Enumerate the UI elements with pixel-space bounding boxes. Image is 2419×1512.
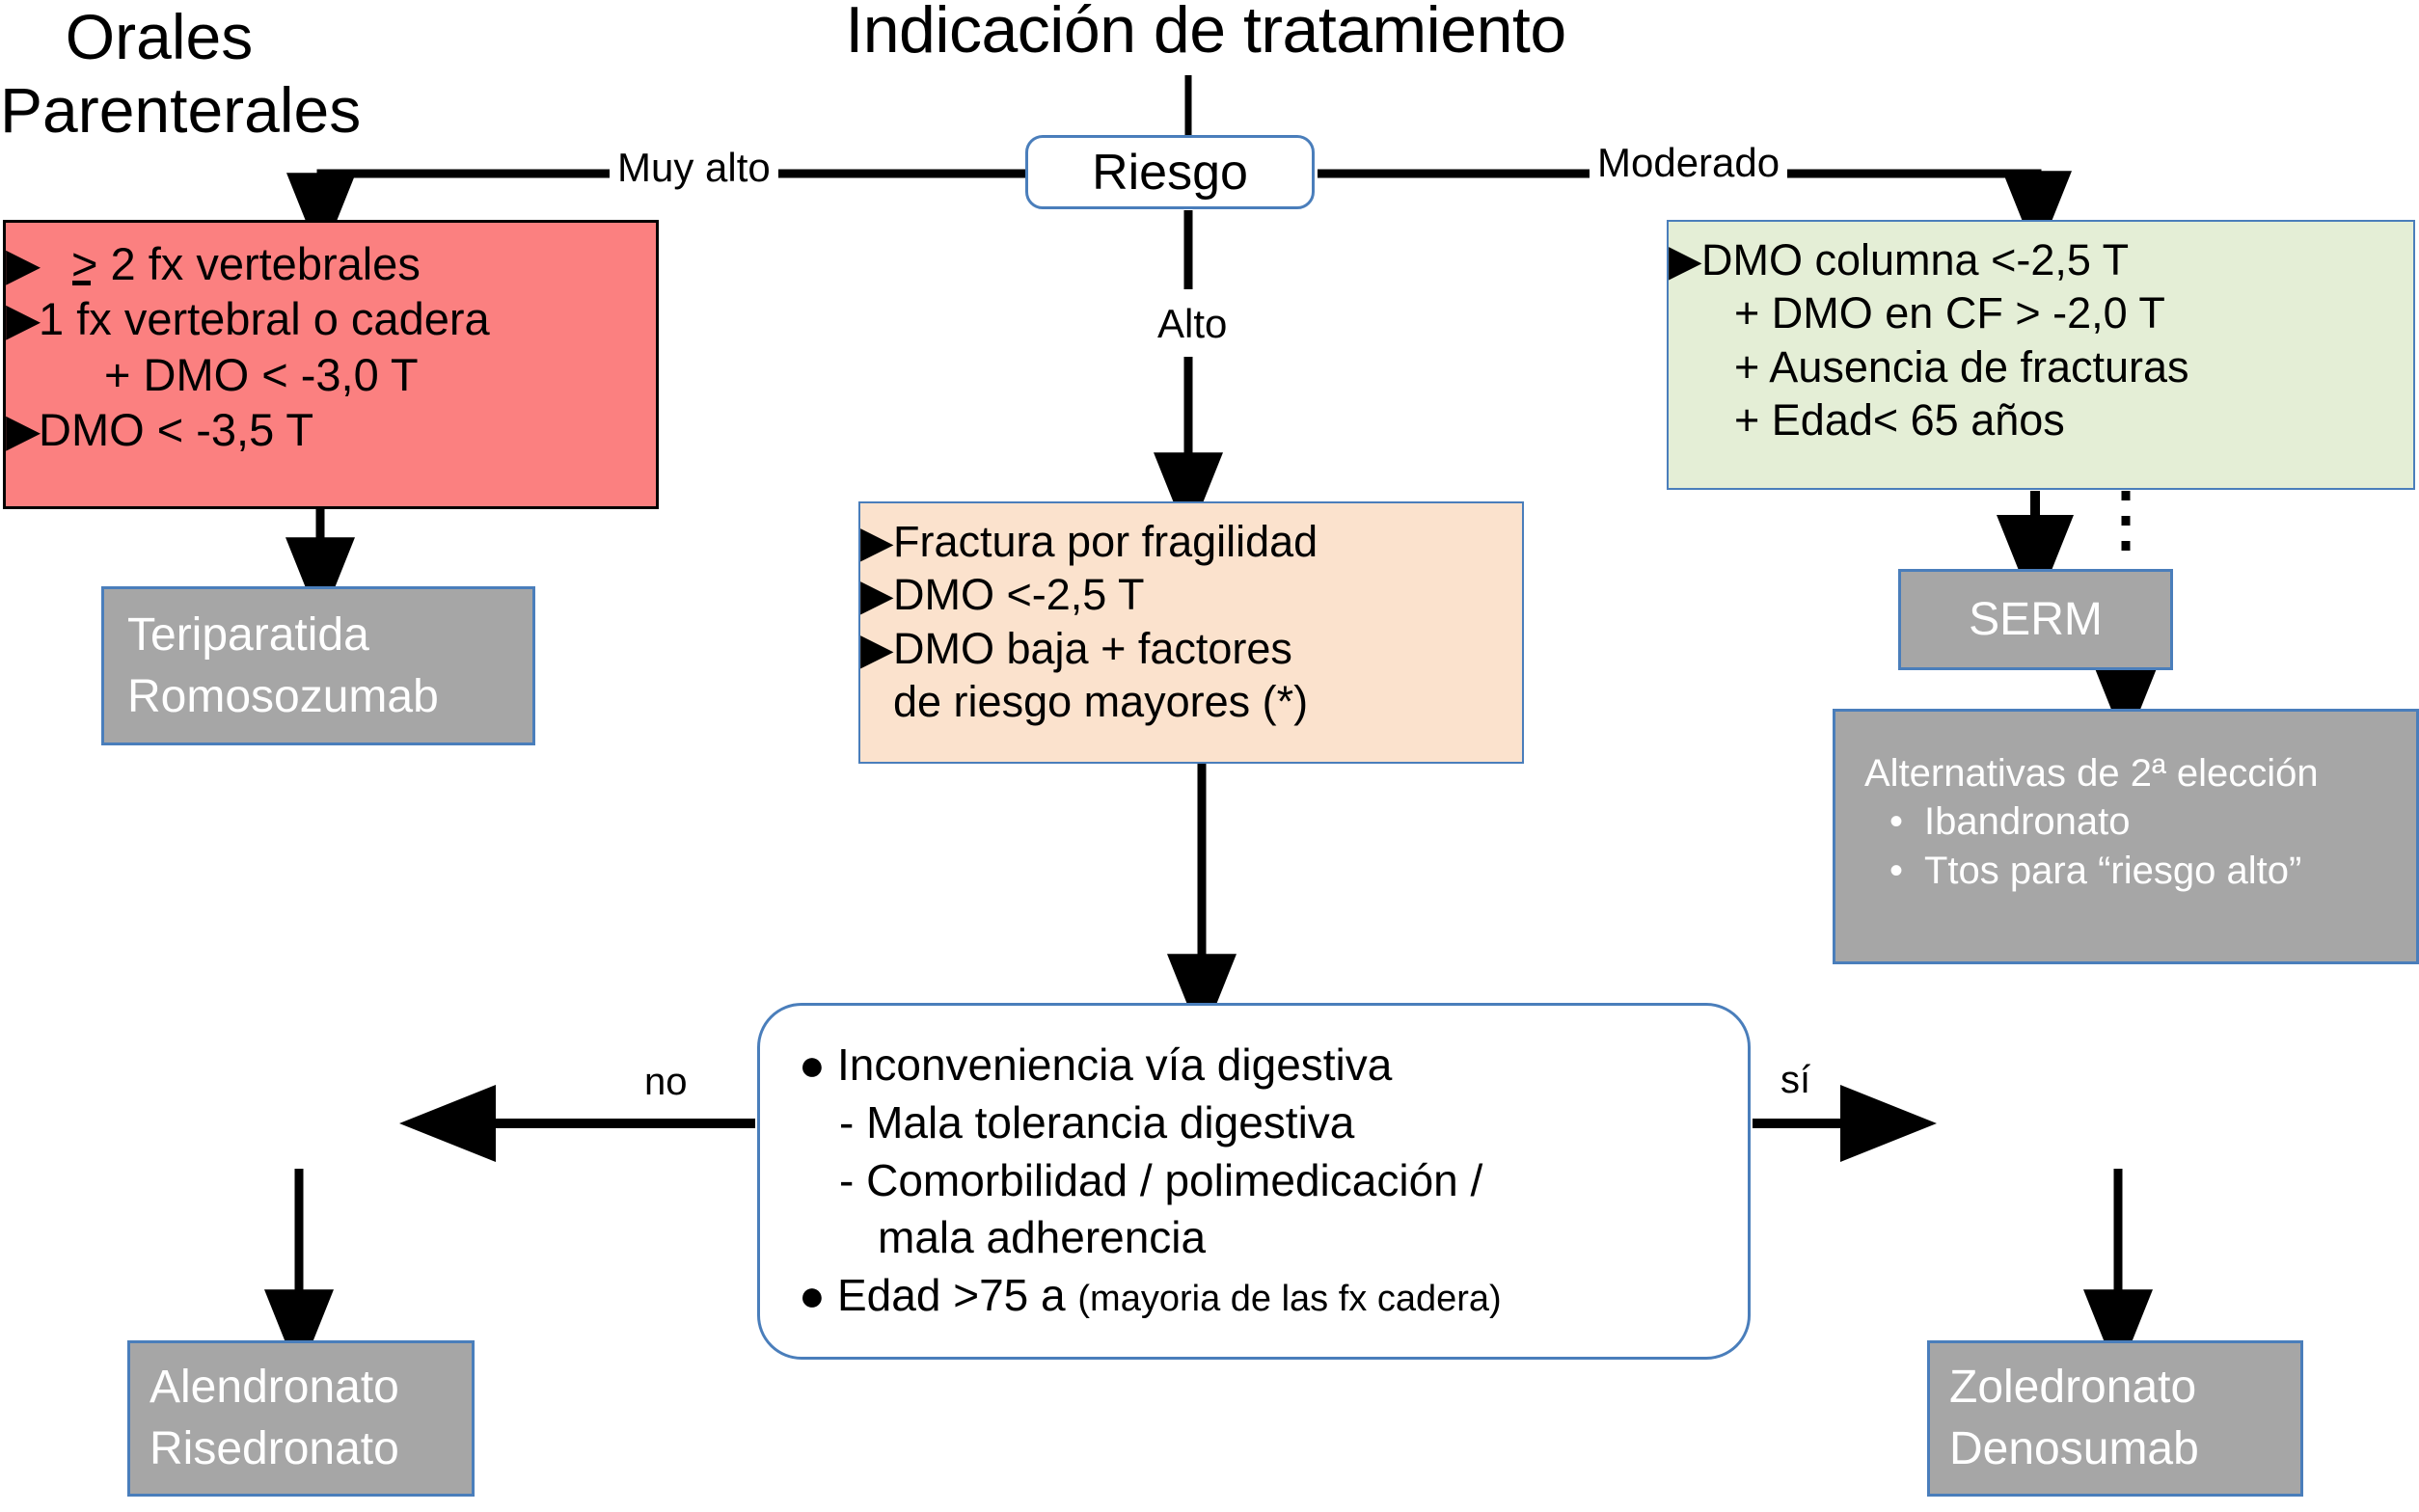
edge-label-moderado: Moderado [1590, 140, 1788, 186]
decision-text: Edad >75 a [837, 1270, 1078, 1321]
triangle-bullet-icon: ▶ [6, 238, 41, 289]
triangle-bullet-icon: ▶ [6, 293, 41, 345]
criteria-text: Fractura por fragilidad [893, 517, 1318, 566]
page-title: Indicación de tratamiento [845, 0, 1566, 67]
criteria-text: + DMO < -3,0 T [104, 348, 419, 400]
node-riesgo-label: Riesgo [1092, 144, 1248, 201]
treatment-line: Risedronato [149, 1422, 399, 1474]
edge-label-alto: Alto [1150, 301, 1236, 347]
criteria-row: ▶Fractura por fragilidad [860, 515, 1522, 568]
criteria-row: ▶DMO <-2,5 T [860, 568, 1522, 621]
edge-label-si: sí [1773, 1059, 1819, 1102]
criteria-row: ▶> 2 fx vertebrales [6, 236, 656, 291]
decision-row: - Mala tolerancia digestiva [799, 1094, 1748, 1152]
node-treatment-parenterales[interactable]: Zoledronato Denosumab [1927, 1340, 2303, 1497]
treatment-line: Zoledronato [1949, 1362, 2197, 1413]
node-moderate-risk-criteria: ▶DMO columna <-2,5 T + DMO en CF > -2,0 … [1667, 220, 2415, 490]
criteria-text: + Ausencia de fracturas [1734, 341, 2189, 392]
treatment-line: Alendronato [149, 1362, 399, 1413]
node-parenterales-label: Parenterales [0, 74, 362, 146]
criteria-text: + DMO en CF > -2,0 T [1734, 288, 2165, 338]
criteria-text: + Edad< 65 años [1734, 395, 2065, 446]
node-treatment-orales[interactable]: Alendronato Risedronato [127, 1340, 475, 1497]
node-very-high-risk-criteria: ▶> 2 fx vertebrales ▶1 fx vertebral o ca… [3, 220, 659, 509]
triangle-bullet-icon: ▶ [1669, 235, 1702, 284]
criteria-row: + Edad< 65 años [1669, 393, 2413, 446]
edge-label-no: no [637, 1061, 695, 1104]
criteria-text: DMO baja + factores [893, 623, 1292, 673]
criteria-text: DMO columna <-2,5 T [1701, 235, 2130, 284]
alternatives-item: • Ttos para “riesgo alto” [1864, 847, 2416, 896]
criteria-text: DMO < -3,5 T [39, 403, 314, 455]
criteria-row: de riesgo mayores (*) [860, 675, 1522, 728]
node-high-risk-criteria: ▶Fractura por fragilidad ▶DMO <-2,5 T ▶D… [858, 501, 1524, 764]
criteria-row: ▶DMO < -3,5 T [6, 402, 656, 457]
decision-row: mala adherencia [799, 1209, 1748, 1267]
triangle-bullet-icon: ▶ [860, 623, 894, 673]
triangle-bullet-icon: ▶ [6, 403, 41, 455]
triangle-bullet-icon: ▶ [860, 517, 894, 566]
criteria-row: + DMO < -3,0 T [6, 347, 656, 402]
criteria-row: ▶DMO columna <-2,5 T [1669, 233, 2413, 286]
node-riesgo[interactable]: Riesgo [1025, 135, 1315, 209]
triangle-bullet-icon: ▶ [860, 570, 894, 620]
node-orales: Orales [0, 0, 318, 73]
dot-bullet-icon: • [1889, 849, 1904, 892]
decision-row: ●Edad >75 a (mayoria de las fx cadera) [799, 1267, 1748, 1325]
node-orales-label: Orales [65, 1, 254, 72]
treatment-line: Teriparatida [127, 609, 369, 661]
criteria-row: + DMO en CF > -2,0 T [1669, 286, 2413, 339]
treatment-line: Denosumab [1949, 1422, 2199, 1474]
edge-label-muy-alto: Muy alto [610, 145, 778, 191]
criteria-text: DMO <-2,5 T [893, 570, 1145, 620]
treatment-line: SERM [1969, 594, 2103, 645]
alternatives-item-label: Ibandronato [1924, 799, 2131, 843]
decision-text: - Mala tolerancia digestiva [839, 1096, 1355, 1148]
criteria-text: de riesgo mayores (*) [893, 677, 1309, 727]
criteria-row: ▶1 fx vertebral o cadera [6, 291, 656, 346]
criteria-row: + Ausencia de fracturas [1669, 340, 2413, 393]
decision-text: mala adherencia [878, 1212, 1207, 1263]
treatment-line: Romosozumab [127, 670, 439, 722]
node-route-decision: ●Inconveniencia vía digestiva - Mala tol… [757, 1003, 1751, 1360]
dot-bullet-icon: ● [799, 1270, 826, 1321]
decision-text-small: (mayoria de las fx cadera) [1077, 1279, 1502, 1320]
dot-bullet-icon: ● [799, 1040, 826, 1090]
decision-row: ●Inconveniencia vía digestiva [799, 1037, 1748, 1094]
dot-bullet-icon: • [1889, 799, 1904, 843]
criteria-text: 1 fx vertebral o cadera [39, 293, 490, 345]
alternatives-item-label: Ttos para “riesgo alto” [1924, 849, 2302, 892]
alternatives-item: • Ibandronato [1864, 797, 2416, 847]
alternatives-heading: Alternativas de 2ª elección [1864, 752, 2319, 795]
greater-equal-icon: > [71, 236, 97, 291]
node-treatment-very-high[interactable]: Teriparatida Romosozumab [101, 586, 535, 745]
node-treatment-alternatives[interactable]: Alternativas de 2ª elección • Ibandronato… [1833, 709, 2419, 964]
node-parenterales: Parenterales [0, 73, 463, 147]
decision-row: - Comorbilidad / polimedicación / [799, 1152, 1748, 1210]
criteria-row: ▶DMO baja + factores [860, 622, 1522, 675]
decision-text: - Comorbilidad / polimedicación / [839, 1154, 1483, 1205]
node-treatment-serm[interactable]: SERM [1898, 569, 2173, 670]
decision-text: Inconveniencia vía digestiva [837, 1040, 1393, 1090]
